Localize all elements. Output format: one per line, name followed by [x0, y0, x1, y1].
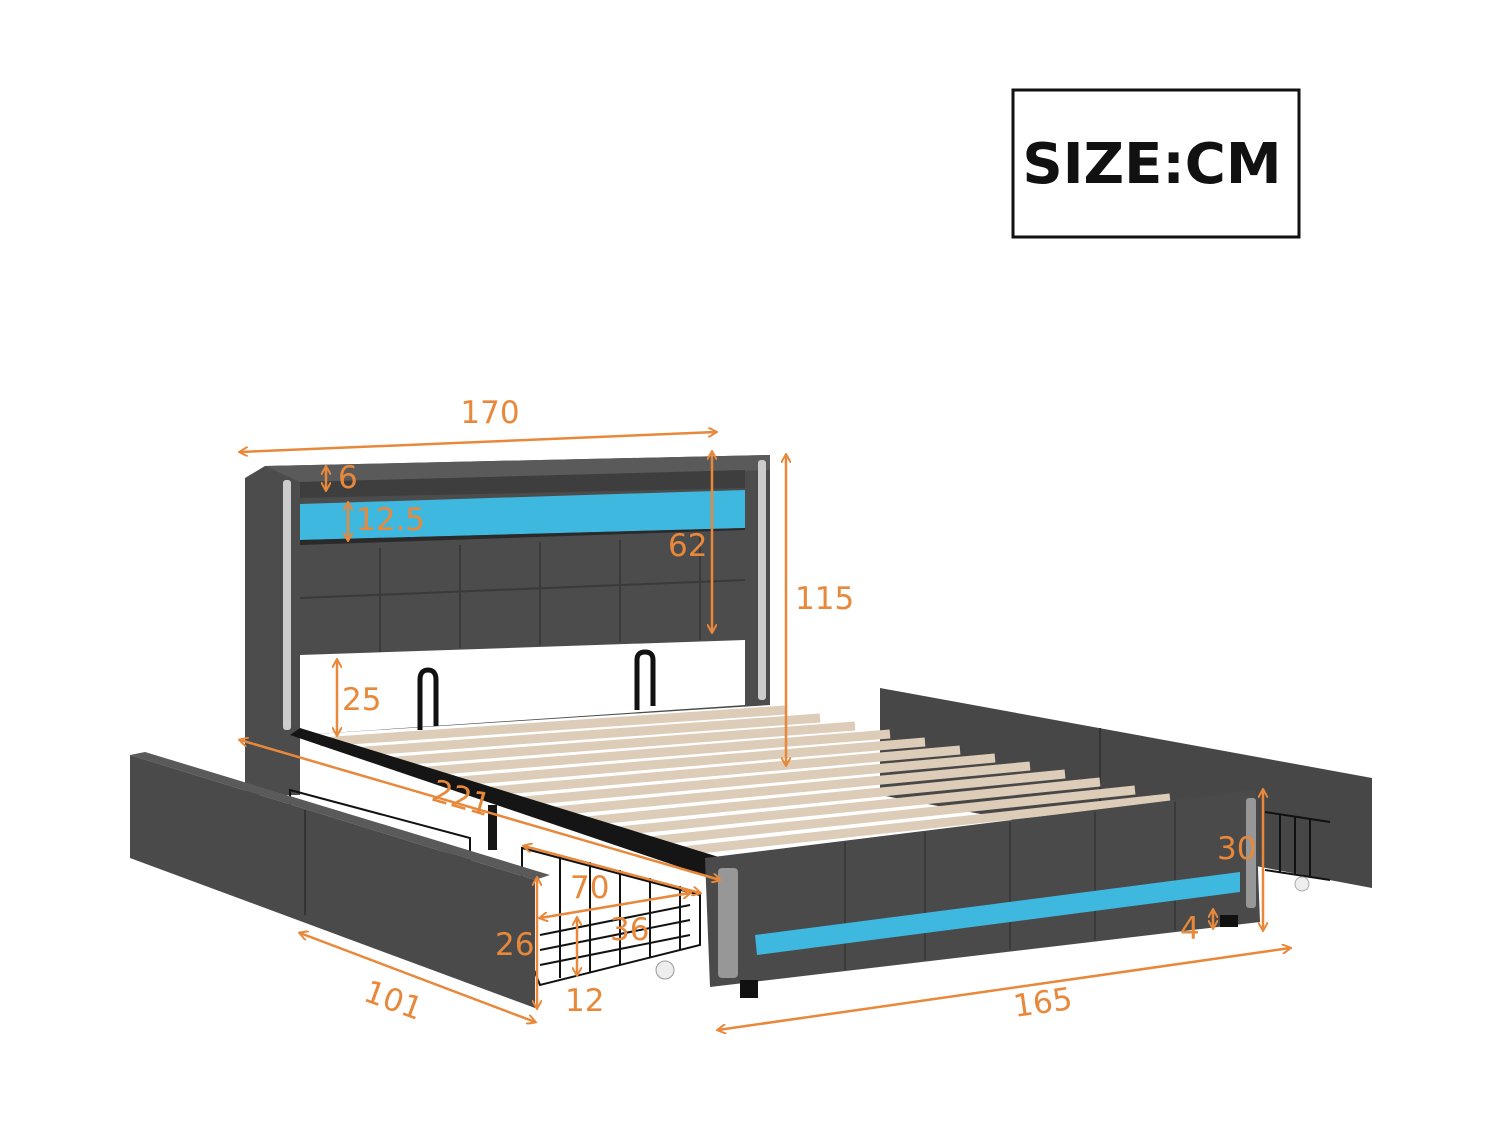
unit-label: SIZE:CM: [1022, 132, 1281, 197]
unit-label-box: SIZE:CM: [1011, 88, 1301, 239]
dim-drawer-length: 70: [570, 870, 609, 906]
headboard-led-strip: [300, 490, 745, 540]
dim-underbed-clearance: 25: [342, 682, 381, 718]
dim-drawer-panel-length: 101: [359, 974, 427, 1028]
footboard-led-strip: [755, 872, 1240, 955]
dim-headboard-panel-height: 62: [668, 528, 707, 564]
dim-drawer-basket-height: 12: [565, 983, 604, 1019]
dimension-labels: 170 6 12.5 62 115 25 221 70 36 26 12 101…: [338, 395, 1256, 1028]
dim-total-height: 115: [795, 581, 854, 617]
dim-led-shelf-height: 12.5: [356, 502, 425, 538]
dimension-lines: [240, 432, 1290, 1030]
dim-leg-height: 4: [1180, 911, 1200, 947]
dim-drawer-width: 36: [610, 912, 649, 948]
dim-footboard-height: 30: [1217, 831, 1256, 867]
dim-shelf-thickness: 6: [338, 460, 358, 496]
dim-drawer-panel-height: 26: [495, 927, 534, 963]
dim-footboard-width: 165: [1011, 981, 1075, 1025]
dim-headboard-width: 170: [460, 395, 519, 431]
